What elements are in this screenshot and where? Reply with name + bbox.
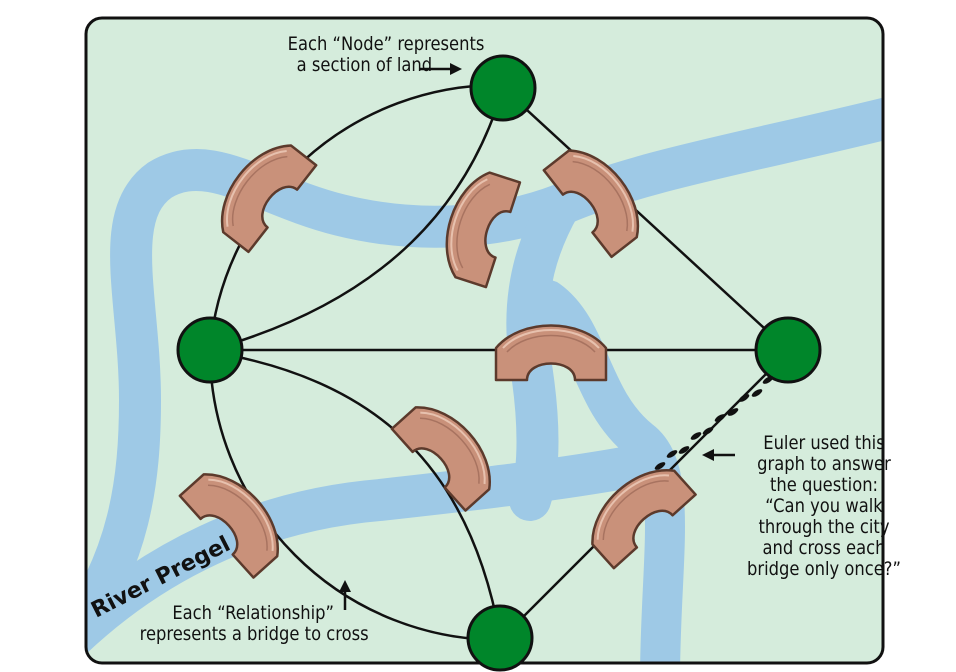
euler-annotation: Euler used this graph to answer the ques… — [738, 433, 910, 580]
relationship-annotation-line-2: represents a bridge to cross — [139, 623, 369, 645]
node-bottom — [466, 604, 534, 672]
euler-annotation-line-4: “Can you walk — [765, 495, 883, 517]
edge-top-left-inner — [209, 87, 505, 352]
relationship-annotation-line-1: Each “Relationship” — [172, 602, 334, 624]
node-annotation-line-2: a section of land — [296, 54, 433, 76]
node-annotation: Each “Node” represents a section of land — [287, 33, 485, 76]
node-left — [176, 316, 244, 384]
euler-annotation-line-5: through the city — [758, 516, 890, 538]
edge-top-right — [502, 87, 789, 351]
euler-annotation-line-3: the question: — [769, 474, 879, 496]
euler-annotation-line-1: Euler used this — [763, 432, 885, 454]
euler-annotation-line-6: and cross each — [762, 537, 886, 559]
edge-left-bottom-outer — [208, 349, 501, 642]
node-top — [469, 54, 537, 122]
node-right — [754, 316, 822, 384]
node-annotation-line-1: Each “Node” represents — [287, 33, 485, 55]
graph-nodes — [176, 54, 822, 672]
euler-annotation-line-2: graph to answer — [757, 453, 891, 475]
euler-annotation-line-7: bridge only once?” — [747, 558, 901, 580]
annotation-arrows — [339, 63, 735, 610]
footprints-icon — [654, 376, 774, 470]
relationship-annotation: Each “Relationship” represents a bridge … — [139, 602, 369, 645]
